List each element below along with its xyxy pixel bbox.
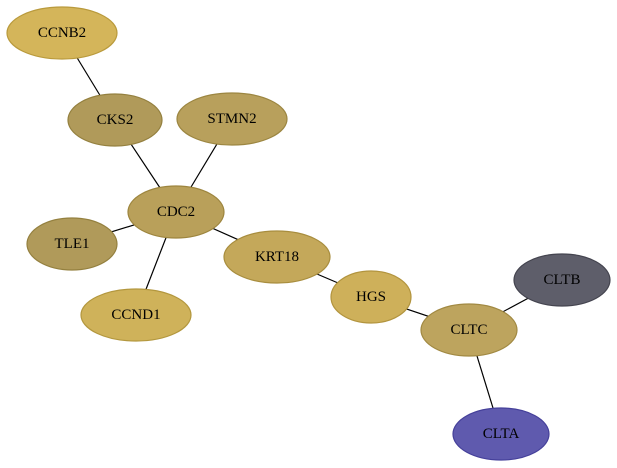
node-label-tle1: TLE1 <box>55 236 90 252</box>
node-stmn2[interactable]: STMN2 <box>176 92 288 146</box>
node-tle1[interactable]: TLE1 <box>26 217 118 271</box>
node-shape-ccnd1[interactable] <box>80 288 192 342</box>
node-cltb[interactable]: CLTB <box>513 253 611 307</box>
node-shape-cks2[interactable] <box>67 93 163 147</box>
node-label-cltc: CLTC <box>451 322 488 338</box>
node-clta[interactable]: CLTA <box>452 407 550 461</box>
node-shape-hgs[interactable] <box>330 270 412 324</box>
node-label-cks2: CKS2 <box>97 112 134 128</box>
node-shape-cltb[interactable] <box>513 253 611 307</box>
node-label-hgs: HGS <box>356 289 386 305</box>
node-shape-tle1[interactable] <box>26 217 118 271</box>
node-label-ccnb2: CCNB2 <box>38 25 86 41</box>
node-label-clta: CLTA <box>483 426 520 442</box>
node-shape-ccnb2[interactable] <box>6 6 118 60</box>
node-cltc[interactable]: CLTC <box>420 303 518 357</box>
node-ccnb2[interactable]: CCNB2 <box>6 6 118 60</box>
node-hgs[interactable]: HGS <box>330 270 412 324</box>
node-shape-clta[interactable] <box>452 407 550 461</box>
node-label-ccnd1: CCND1 <box>111 307 160 323</box>
node-shape-krt18[interactable] <box>223 230 331 284</box>
node-shape-cltc[interactable] <box>420 303 518 357</box>
node-label-krt18: KRT18 <box>255 249 299 265</box>
node-label-cltb: CLTB <box>544 272 581 288</box>
node-cdc2[interactable]: CDC2 <box>127 185 225 239</box>
graph-edges <box>61 32 563 435</box>
node-cks2[interactable]: CKS2 <box>67 93 163 147</box>
node-ccnd1[interactable]: CCND1 <box>80 288 192 342</box>
node-krt18[interactable]: KRT18 <box>223 230 331 284</box>
node-shape-stmn2[interactable] <box>176 92 288 146</box>
node-shape-cdc2[interactable] <box>127 185 225 239</box>
node-label-cdc2: CDC2 <box>157 204 195 220</box>
node-label-stmn2: STMN2 <box>207 111 256 127</box>
